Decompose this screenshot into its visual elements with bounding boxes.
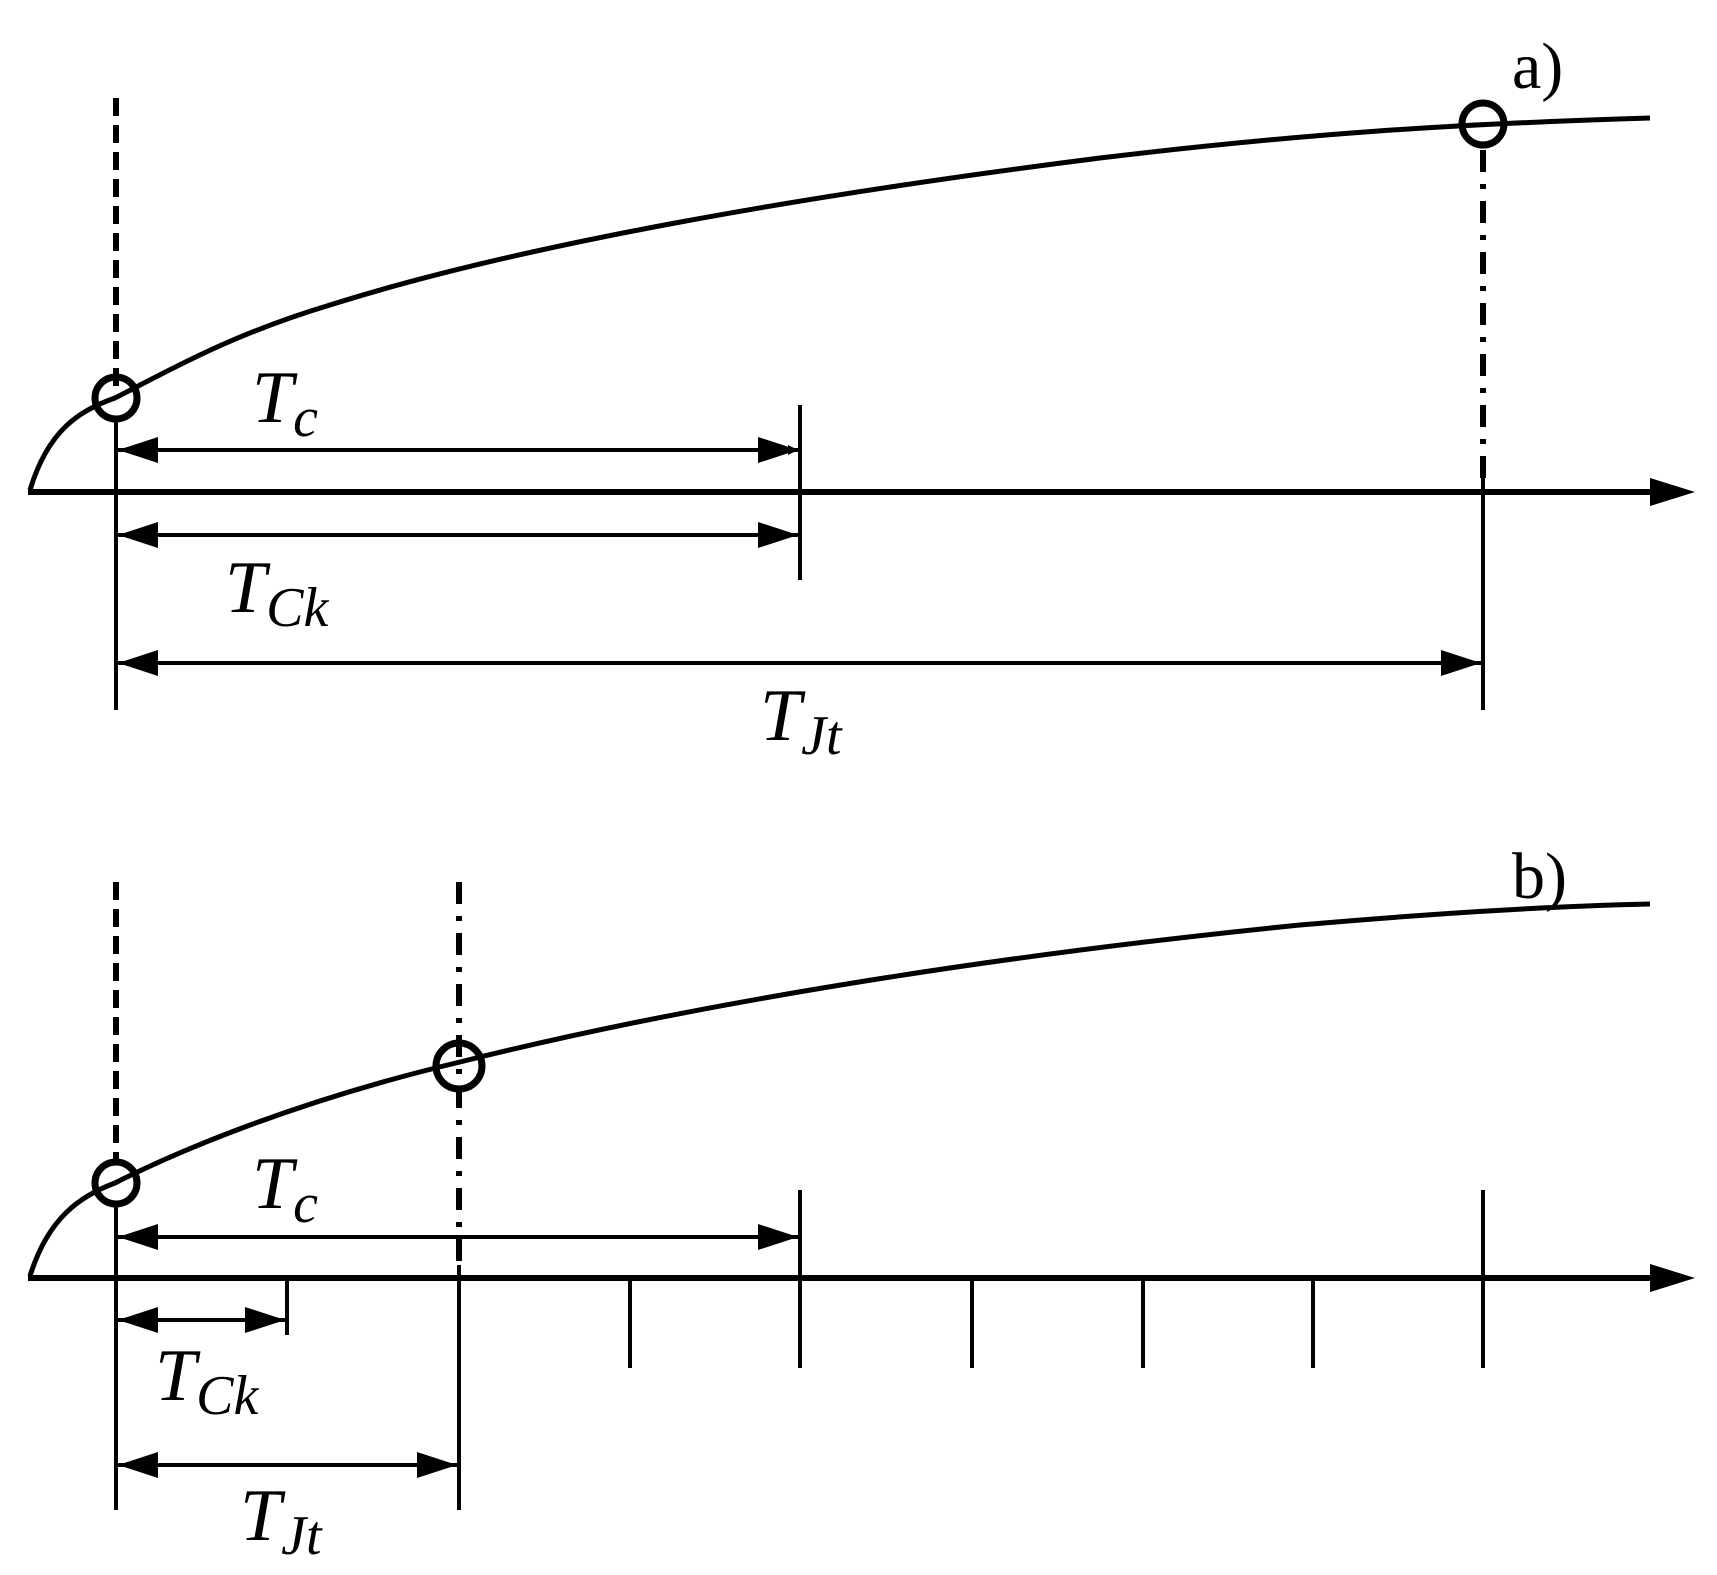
label-tc-b: Tc [252, 1143, 318, 1235]
panel-label-a: a) [1512, 30, 1563, 103]
tc-arrowhead-left-b [118, 1224, 158, 1250]
tck-arrowhead-left-a [118, 522, 158, 548]
tck-arrowhead-right-a [758, 522, 798, 548]
panel-b: b) Tc TCk TJt [27, 840, 1695, 1567]
label-tjt-b: TJt [240, 1475, 323, 1567]
panel-a: a) Tc TCk TJt [27, 30, 1695, 767]
label-tck-a: TCk [225, 547, 330, 639]
tjt-arrowhead-right-b [417, 1452, 457, 1478]
tjt-arrowhead-right-a [1441, 650, 1481, 676]
tc-arrowhead-right-a [758, 437, 798, 463]
tc-arrowhead-left-a [118, 437, 158, 463]
tjt-arrowhead-left-b [118, 1452, 158, 1478]
end-point-circle-a [1458, 99, 1508, 149]
start-point-circle-a [91, 373, 141, 423]
tck-arrowhead-right-b [245, 1307, 285, 1333]
axis-arrowhead-b [1650, 1264, 1695, 1292]
tjt-arrowhead-left-a [118, 650, 158, 676]
panel-label-b: b) [1512, 840, 1567, 913]
tck-arrowhead-left-b [118, 1307, 158, 1333]
label-tc-a: Tc [252, 357, 318, 449]
axis-arrowhead-a [1650, 478, 1695, 506]
label-tck-b: TCk [155, 1335, 260, 1427]
label-tjt-a: TJt [760, 675, 843, 767]
mid-point-circle-b [432, 1039, 486, 1093]
start-point-circle-b [91, 1158, 141, 1208]
growth-curve-b [27, 901, 1651, 1277]
tc-arrowhead-right-b [758, 1224, 798, 1250]
growth-curve-a [27, 115, 1651, 491]
